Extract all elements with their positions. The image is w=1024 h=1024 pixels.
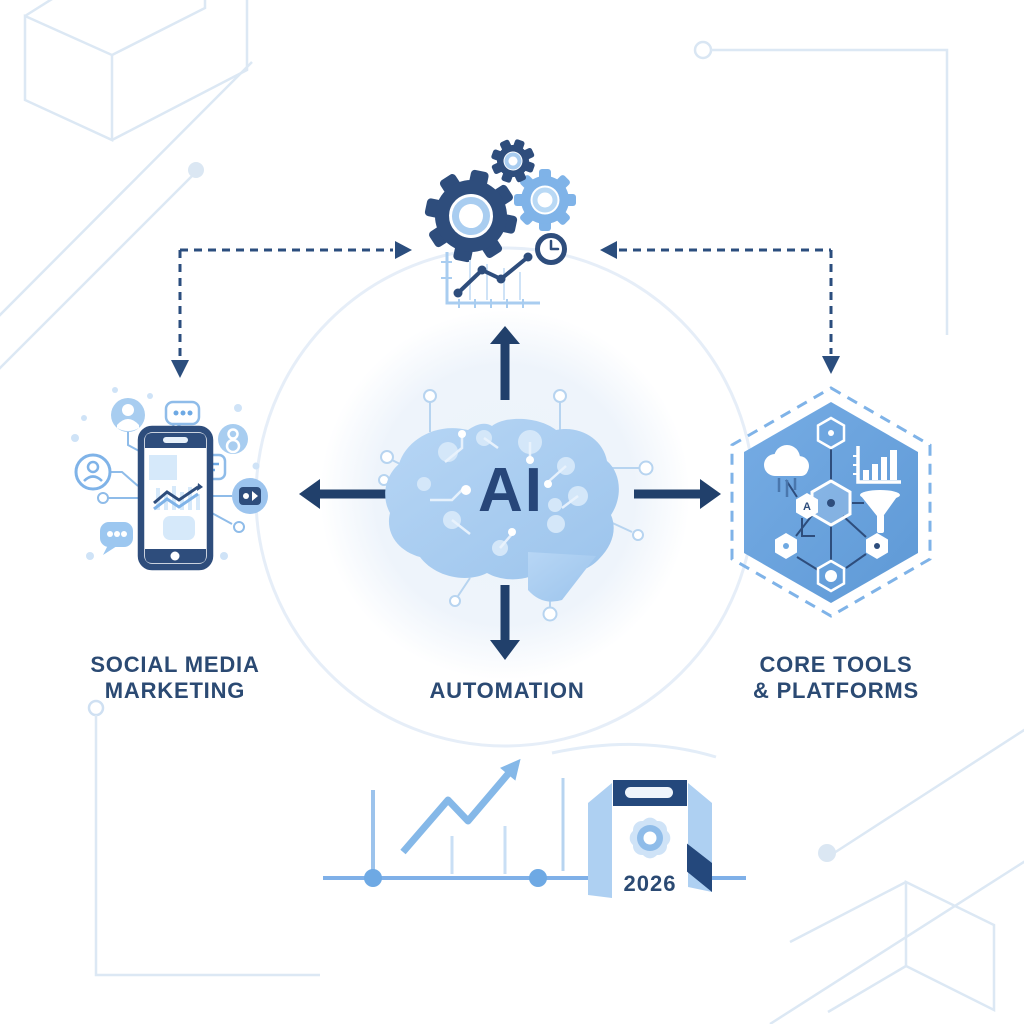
dashed-connector-right bbox=[600, 241, 840, 374]
circuit-line-top-right bbox=[693, 40, 949, 335]
arrow-left-icon bbox=[299, 479, 388, 509]
ai-brain-illustration: AI bbox=[378, 389, 654, 622]
core-tools-illustration: A bbox=[730, 386, 932, 618]
smartphone-icon bbox=[137, 425, 214, 571]
avatar-icon bbox=[218, 424, 248, 454]
circuit-line-bottom-right bbox=[769, 728, 1024, 1024]
arrowhead-left-icon bbox=[600, 241, 617, 259]
label-automation: AUTOMATION bbox=[429, 678, 584, 703]
cube-outline-top-left bbox=[23, 0, 249, 142]
svg-text:A: A bbox=[803, 501, 811, 513]
emblem-icon bbox=[629, 817, 671, 859]
social-media-illustration bbox=[71, 387, 268, 571]
hexagon-dashed-outline bbox=[730, 386, 932, 618]
funnel-icon bbox=[860, 490, 900, 533]
video-icon bbox=[232, 478, 268, 514]
center-arrows bbox=[299, 326, 721, 660]
chat-bubble-icon bbox=[100, 522, 133, 555]
label-core-tools-line1: CORE TOOLS bbox=[759, 652, 912, 677]
bar-chart-icon bbox=[853, 446, 901, 484]
growth-arrow-icon bbox=[400, 758, 521, 855]
arrow-up-icon bbox=[490, 326, 520, 400]
cloud-icon bbox=[764, 445, 809, 497]
decor-arc-badge bbox=[551, 742, 717, 759]
year-label: 2026 bbox=[624, 871, 677, 896]
clock-icon bbox=[535, 233, 567, 265]
arrowhead-right-icon bbox=[395, 241, 412, 259]
node-network-icon: A bbox=[775, 416, 888, 593]
gear-icon bbox=[424, 169, 518, 263]
arrowhead-down-icon bbox=[171, 360, 189, 378]
branch-labels: SOCIAL MEDIA MARKETING AUTOMATION CORE T… bbox=[90, 652, 919, 703]
brain-circuit-icon: AI bbox=[385, 418, 619, 602]
ai-label: AI bbox=[478, 456, 544, 525]
label-social-media-line2: MARKETING bbox=[105, 678, 245, 703]
automation-gears-illustration bbox=[424, 139, 576, 308]
label-core-tools-line2: & PLATFORMS bbox=[753, 678, 919, 703]
label-social-media-line1: SOCIAL MEDIA bbox=[90, 652, 259, 677]
circuit-line-bottom-left bbox=[87, 699, 320, 977]
cube-outline-bottom-right bbox=[789, 879, 996, 1014]
dashed-connector-left bbox=[171, 241, 412, 378]
avatar-icon bbox=[111, 398, 145, 432]
award-ribbon-icon: 2026 bbox=[588, 780, 712, 898]
trend-line-chart-icon bbox=[441, 252, 540, 308]
timeline-icon bbox=[323, 778, 746, 887]
arrow-down-icon bbox=[490, 585, 520, 660]
arrowhead-down-icon bbox=[822, 356, 840, 374]
gear-icon bbox=[491, 139, 535, 183]
avatar-icon bbox=[74, 453, 112, 491]
gear-icon bbox=[514, 169, 576, 231]
arrow-right-icon bbox=[634, 479, 721, 509]
circuit-line-top-left bbox=[0, 61, 253, 370]
growth-timeline-illustration: 2026 bbox=[323, 758, 746, 898]
